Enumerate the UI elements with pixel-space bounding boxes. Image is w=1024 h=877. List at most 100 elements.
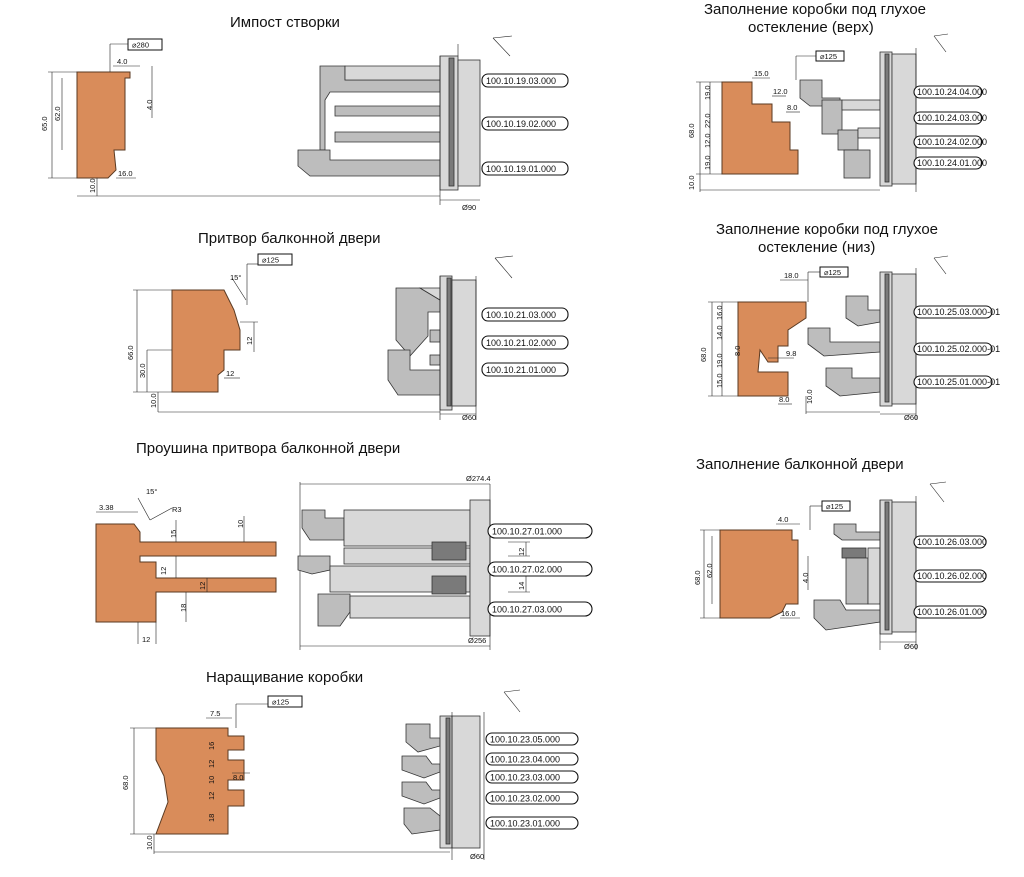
dim-narashivanie-d: 12 (207, 760, 216, 768)
dim-niz-e: 8.0 (733, 346, 742, 356)
code-dveri-2: 100.10.26.02.000 (917, 571, 987, 581)
dim-pritvor-e: 15° (230, 273, 241, 282)
code-impost-3: 100.10.19.01.000 (486, 164, 556, 174)
wood-profile-proushina (95, 523, 277, 623)
dim-proushina-g: 12 (198, 582, 207, 590)
code-pill-narashivanie-3 (485, 770, 579, 784)
code-narashivanie-3: 100.10.23.03.000 (490, 773, 560, 783)
code-pill-narashivanie-4 (485, 791, 579, 805)
dim-narashivanie-f: 12 (207, 792, 216, 800)
dim-impost-e: 16.0 (118, 169, 133, 178)
diameter-box-narashivanie (267, 695, 303, 708)
dim-proushina-b: 15° (146, 487, 157, 496)
section-zapolnenie-dveri: Заполнение балконной двери 68.0 62.0 4.0… (693, 456, 987, 651)
code-pill-niz-1 (913, 305, 993, 319)
code-niz-3: 100.10.25.01.000-01 (917, 377, 1000, 387)
diameter-box-impost (127, 38, 163, 51)
cutter-verh (799, 33, 949, 192)
section-impost: Импост створки 65.0 62.0 ⌀280 4.0 4.0 16… (40, 14, 569, 212)
diameter-dveri: ⌀125 (826, 502, 843, 511)
code-verh-2: 100.10.24.03.000 (917, 113, 987, 123)
diameter-box-verh (815, 50, 845, 62)
dim-impost-d: 4.0 (145, 100, 154, 110)
dim-proushina-i: 12 (142, 635, 150, 644)
title-niz-2: остекление (низ) (758, 239, 875, 256)
code-pill-narashivanie-5 (485, 816, 579, 830)
code-niz-1: 100.10.25.03.000-01 (917, 307, 1000, 317)
code-pill-narashivanie-1 (485, 732, 579, 746)
dim-proushina-c: R3 (172, 505, 182, 514)
code-niz-2: 100.10.25.02.000-01 (917, 344, 1000, 354)
dim-narashivanie-c: 16 (207, 742, 216, 750)
code-verh-3: 100.10.24.02.000 (917, 137, 987, 147)
wood-profile-dveri (719, 529, 799, 619)
code-pill-narashivanie-2 (485, 752, 579, 766)
code-proushina-1: 100.10.27.01.000 (492, 527, 562, 537)
dim-verh-c: 8.0 (787, 103, 797, 112)
dim-verh-e: 22.0 (703, 113, 712, 128)
code-pill-dveri-3 (913, 605, 987, 619)
diameter-niz: ⌀125 (824, 268, 841, 277)
dim-verh-d: 19.0 (703, 85, 712, 100)
code-pill-impost-1 (481, 73, 569, 88)
code-narashivanie-2: 100.10.23.04.000 (490, 755, 560, 765)
title-pritvor: Притвор балконной двери (198, 230, 381, 247)
diameter-box-pritvor (257, 253, 293, 266)
wood-profile-pritvor (171, 289, 241, 393)
code-pill-verh-4 (913, 156, 983, 170)
code-pill-verh-1 (913, 85, 983, 99)
dim-niz-i: 10.0 (805, 389, 814, 404)
dim-dveri-e: 16.0 (781, 609, 796, 618)
bore-proushina: Ø256 (468, 636, 486, 645)
diameter-pritvor: ⌀125 (262, 256, 279, 265)
code-pill-verh-3 (913, 135, 983, 149)
title-niz-1: Заполнение коробки под глухое (716, 221, 938, 238)
code-verh-4: 100.10.24.01.000 (917, 158, 987, 168)
wood-profile-impost (76, 71, 131, 179)
dim-pritvor-a: 66.0 (126, 345, 135, 360)
dim-proushina-f: 12 (159, 567, 168, 575)
dim-niz-h: 8.0 (779, 395, 789, 404)
section-zapolnenie-verh: Заполнение коробки под глухое остекление… (687, 1, 987, 192)
code-narashivanie-1: 100.10.23.05.000 (490, 735, 560, 745)
cutter-niz (807, 255, 949, 420)
dim-impost-b: 62.0 (53, 106, 62, 121)
section-pritvor: Притвор балконной двери 66.0 30.0 12 12 … (126, 230, 569, 422)
dim-impost-c: 4.0 (117, 57, 127, 66)
code-verh-1: 100.10.24.04.000 (917, 87, 987, 97)
dim-narashivanie-i: 10.0 (145, 835, 154, 850)
dim-narashivanie-h: 8.0 (233, 773, 243, 782)
dim-niz-d: 14.0 (715, 325, 724, 340)
dim-niz-c: 16.0 (715, 305, 724, 320)
dim-niz-a: 18.0 (784, 271, 799, 280)
code-pill-impost-2 (481, 116, 569, 131)
code-pill-proushina-2 (487, 561, 593, 577)
cutter-proushina (297, 484, 491, 650)
diameter-box-niz (819, 266, 849, 278)
dim-proushina-h: 18 (179, 604, 188, 612)
dim-proushina-j: 12 (517, 548, 526, 556)
wood-profile-verh (721, 81, 799, 175)
section-narashivanie: Наращивание коробки 68.0 7.5 ⌀125 16 12 … (121, 669, 579, 861)
wood-profile-narashivanie (155, 727, 245, 835)
code-proushina-2: 100.10.27.02.000 (492, 565, 562, 575)
code-pill-proushina-1 (487, 523, 593, 539)
dim-pritvor-c: 12 (245, 337, 254, 345)
code-pill-pritvor-2 (481, 335, 569, 350)
code-pritvor-2: 100.10.21.02.000 (486, 338, 556, 348)
section-proushina: Проушина притвора балконной двери 3.38 1… (95, 440, 593, 650)
code-proushina-3: 100.10.27.03.000 (492, 605, 562, 615)
code-narashivanie-5: 100.10.23.01.000 (490, 819, 560, 829)
title-impost: Импост створки (230, 14, 340, 31)
code-pill-niz-2 (913, 342, 993, 356)
dim-dveri-a: 4.0 (778, 515, 788, 524)
code-pill-impost-3 (481, 161, 569, 176)
dim-verh-g: 19.0 (703, 155, 712, 170)
dim-proushina-d: 15 (169, 530, 178, 538)
dim-impost-f: 10.0 (88, 178, 97, 193)
dim-proushina-e: 10 (236, 520, 245, 528)
section-zapolnenie-niz: Заполнение коробки под глухое остекление… (699, 221, 1000, 422)
dim-niz-f: 19.0 (715, 353, 724, 368)
dim-proushina-a: 3.38 (99, 503, 114, 512)
